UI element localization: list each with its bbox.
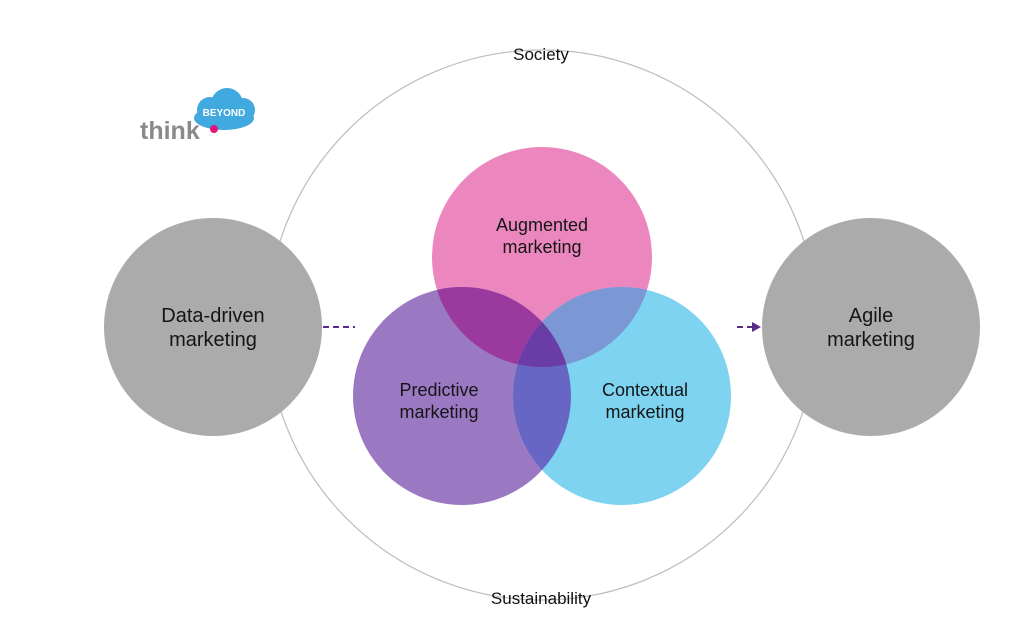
contextual-label-line2: marketing — [605, 402, 684, 422]
augmented-label-line1: Augmented — [496, 215, 588, 235]
cloud-icon — [194, 88, 255, 130]
sustainability-label: Sustainability — [491, 589, 592, 608]
think-beyond-logo: BEYOND think — [140, 88, 255, 145]
agile-label-line1: Agile — [849, 305, 893, 327]
data-driven-label-line2: marketing — [169, 329, 257, 351]
society-label: Society — [513, 45, 569, 64]
data-driven-node — [104, 218, 322, 436]
overlap-top-right — [513, 287, 652, 367]
overlap-top-left — [432, 287, 571, 367]
contextual-label-line1: Contextual — [602, 380, 688, 400]
right-connector-arrowhead — [752, 322, 761, 332]
agile-node — [762, 218, 980, 436]
logo-badge-text: BEYOND — [203, 108, 246, 119]
predictive-label-line1: Predictive — [399, 380, 478, 400]
data-driven-label-line1: Data-driven — [161, 305, 264, 327]
logo-word: think — [140, 117, 200, 145]
predictive-label-line2: marketing — [399, 402, 478, 422]
augmented-label-line2: marketing — [502, 237, 581, 257]
logo-dot-icon — [210, 125, 218, 133]
agile-label-line2: marketing — [827, 329, 915, 351]
